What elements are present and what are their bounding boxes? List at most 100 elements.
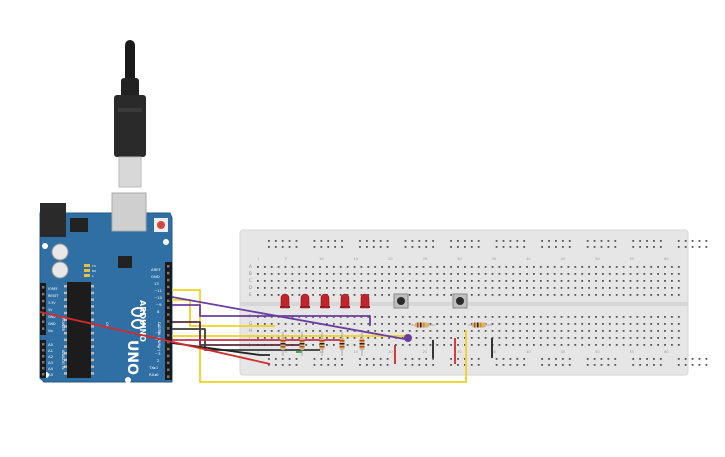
row-letter-g: G [249,321,252,326]
column-number: 20 [388,257,392,261]
column-number: 15 [354,350,358,354]
wires[interactable] [39,289,493,383]
arduino-logo-icon [131,307,145,329]
column-number: 25 [423,257,427,261]
pushbutton-1[interactable] [393,293,409,309]
breadboard[interactable]: 1155101015152020252530303535404045455050… [239,229,708,376]
pin-label-reset: RESET [48,294,60,298]
column-number: 55 [630,257,634,261]
resistor-1[interactable] [280,332,286,356]
row-letter-i: I [249,335,250,340]
pin-label-a1: A1 [48,348,54,353]
usb-cable[interactable] [113,40,147,214]
analog-pin-labels: A0 A1 A2 A3 A4 A5 [48,342,54,377]
resistor-3[interactable] [319,332,325,356]
pin-label-rx: RX◂0 [149,372,159,377]
column-number: 1 [257,350,259,354]
pin-label-a3: A3 [48,360,54,365]
led-4[interactable] [340,293,350,309]
status-leds: TX RX L [84,264,96,278]
pin-label-13: 13 [154,281,159,286]
pin-label-gnd-1: GND [48,315,56,319]
atmega-chip [67,282,91,378]
column-number: 40 [526,350,530,354]
column-number: 45 [561,350,565,354]
resistor-group[interactable] [280,322,493,357]
led-group[interactable] [280,293,370,309]
dc-power-jack [40,203,66,237]
pin-label-4: 4 [157,344,160,349]
breadboard-column-numbers: 1155101015152020252530303535404045455050… [257,257,669,354]
pin-label-ioref: IOREF [48,287,58,291]
row-letter-e: E [249,292,252,297]
column-number: 55 [630,350,634,354]
row-letter-h: H [249,328,252,333]
pin-label-gnd-2: GND [48,322,56,326]
pin-label-2: 2 [157,358,160,363]
column-number: 5 [285,350,287,354]
led-label-l: L [92,274,94,278]
pin-label-a5: A5 [48,372,54,377]
column-number: 5 [285,257,287,261]
row-letter-a: A [249,264,252,269]
pin-label-7: 7 [157,323,160,328]
resistor-h-2[interactable] [468,322,492,328]
column-number: 50 [595,350,599,354]
analog-title: ANALOG IN [61,350,65,370]
led-label-tx: TX [91,264,96,268]
resistor-h-1[interactable] [411,322,435,328]
pin-label-vin: Vin [48,329,53,333]
resistor-4[interactable] [339,332,345,356]
wire-yellow-long [172,289,467,383]
usb-port [111,192,147,232]
pin-label-a4: A4 [48,366,54,371]
on-label: ON [105,322,109,328]
voltage-regulator [118,256,132,268]
column-number: 10 [319,350,323,354]
wire-junction [404,334,412,342]
column-number: 10 [319,257,323,261]
column-number: 35 [492,350,496,354]
regulator-chip [70,218,88,232]
pin-label-a0: A0 [48,342,54,347]
resistor-2[interactable] [299,332,305,356]
capacitor-2 [51,261,69,279]
pin-label-3v3: 3.3V [48,301,56,305]
pin-label-8: 8 [157,309,160,314]
led-label-rx: RX [92,269,96,273]
led-2[interactable] [300,293,310,309]
pin-label-10: ~10 [154,295,163,300]
wire-purple-2 [172,304,371,326]
row-letter-c: C [249,278,252,283]
pin-label-aref: AREF [151,267,161,272]
capacitor-1 [51,243,69,261]
row-letter-d: D [249,285,252,290]
column-number: 20 [388,350,392,354]
pushbutton-2[interactable] [452,293,468,309]
pin-label-tx: TX▸1 [148,365,159,370]
column-number: 30 [457,350,461,354]
column-number: 50 [595,257,599,261]
led-5[interactable] [360,293,370,309]
column-number: 35 [492,257,496,261]
resistor-5[interactable] [359,332,365,356]
wire-dark-1 [172,321,300,346]
led-3[interactable] [320,293,330,309]
arduino-uno-board[interactable]: ARDUINO UNO ON DIGITAL (PWM~) POWER ANAL… [39,192,173,383]
column-number: 30 [457,257,461,261]
column-number: 40 [526,257,530,261]
column-number: 45 [561,257,565,261]
wire-black-1 [171,342,270,356]
led-1[interactable] [280,293,290,309]
pin-label-6: ~6 [155,330,161,335]
column-number: 60 [664,350,668,354]
uno-text: UNO [124,340,140,375]
wire-purple-1 [171,296,411,341]
pin-label-a2: A2 [48,354,54,359]
column-number: 60 [664,257,668,261]
pin-label-11: ~11 [154,288,163,293]
analog-header [40,340,46,378]
row-letter-b: B [249,271,252,276]
wire-yellow-short [172,299,275,327]
